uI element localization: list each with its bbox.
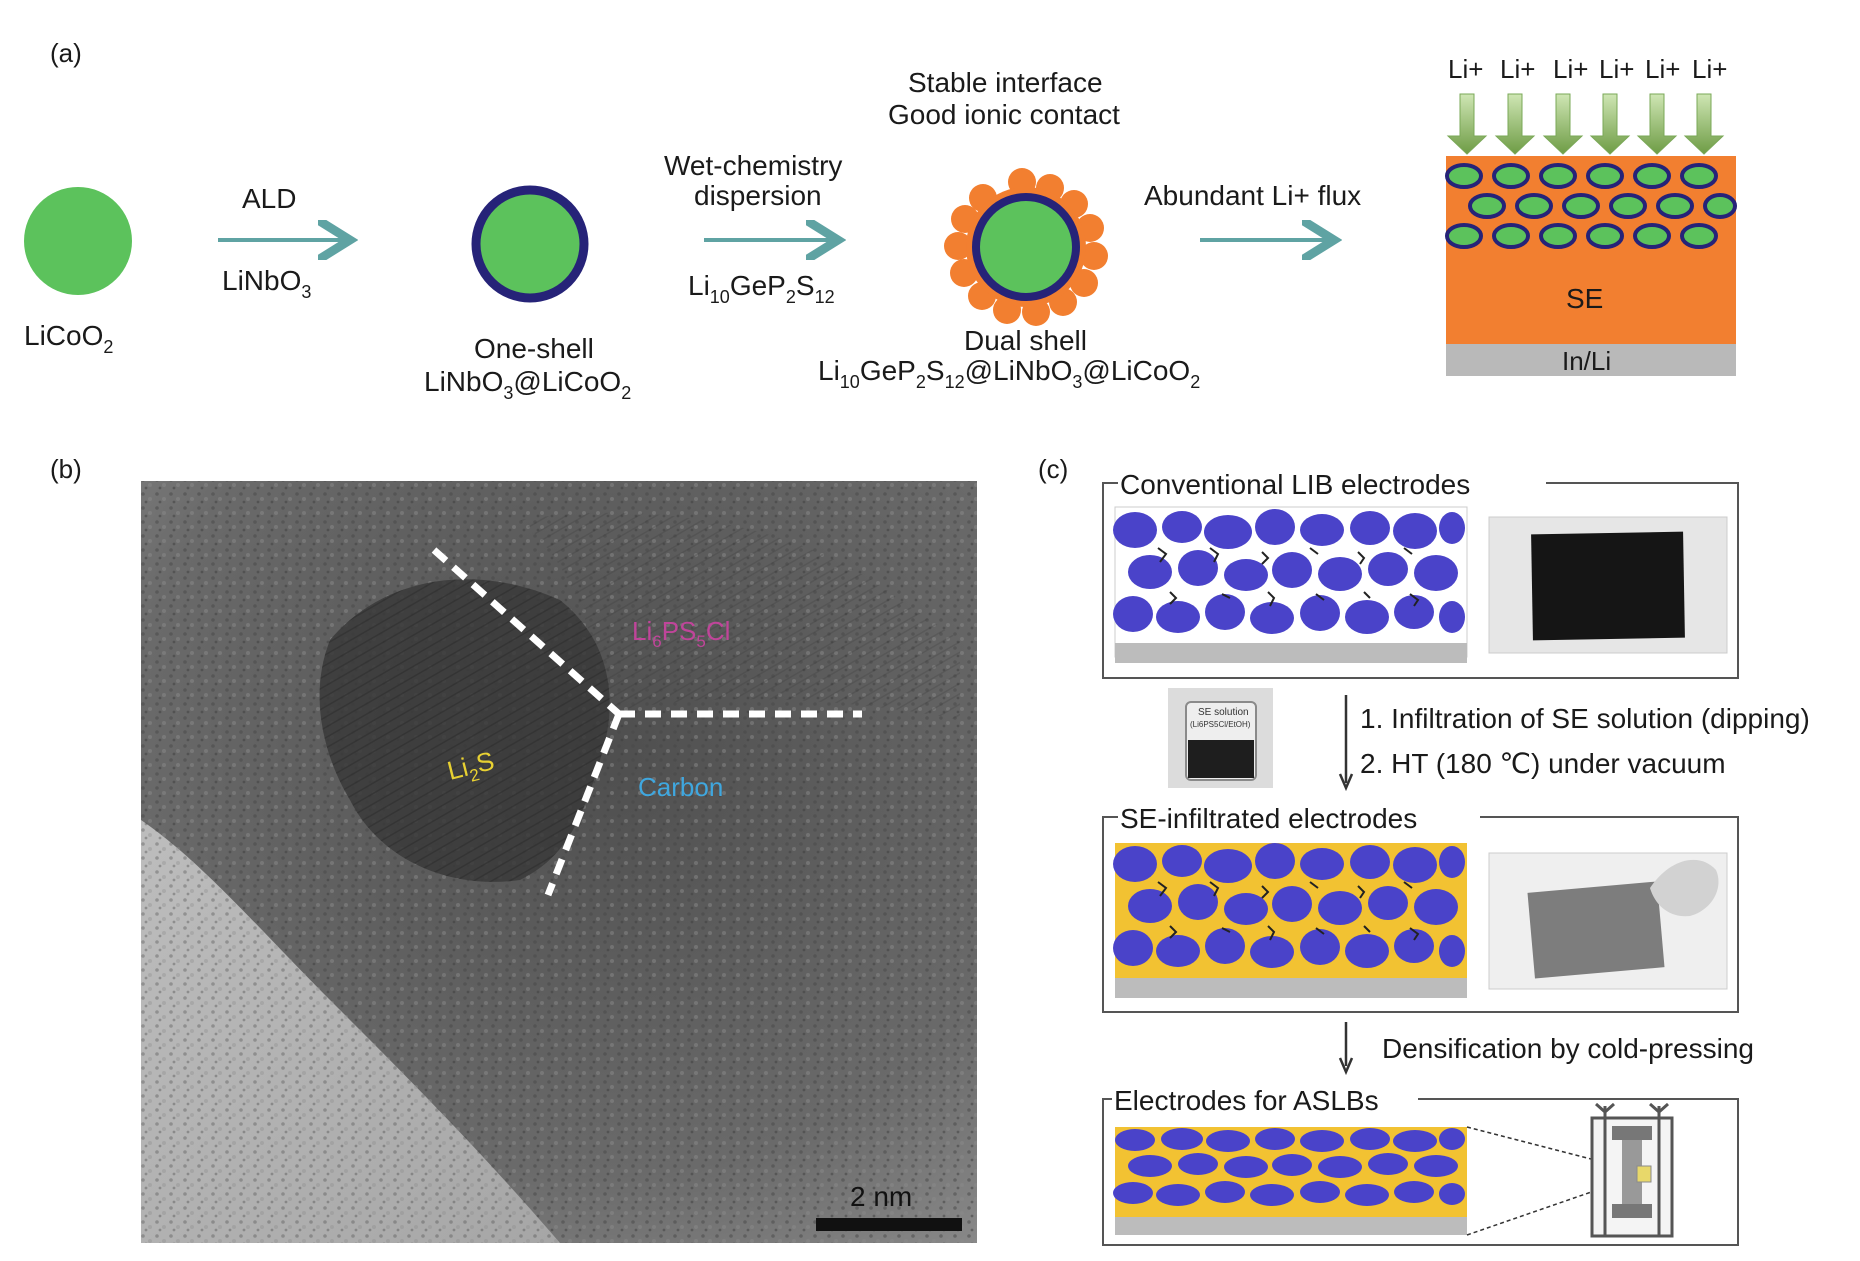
- scale-bar-label: 2 nm: [850, 1181, 912, 1212]
- li-plus-label: Li+: [1645, 54, 1680, 84]
- ald-label: ALD: [242, 183, 296, 214]
- carbon-label: Carbon: [638, 772, 723, 802]
- lgps-label: Li10GeP2S12: [688, 270, 835, 307]
- se-infiltrated-electrodes-box: SE-infiltrated electrodes: [1102, 803, 1739, 1013]
- boundary-line: [544, 712, 623, 897]
- in-li-label: In/Li: [1562, 346, 1611, 376]
- flux-label: Abundant Li+ flux: [1144, 180, 1361, 211]
- press-cell-icon: [1590, 1102, 1674, 1238]
- wet-chemistry-line2: dispersion: [694, 180, 822, 211]
- li-flux-arrows: [1446, 93, 1725, 155]
- one-shell-particle: [471, 185, 589, 303]
- panel-c-label: (c): [1038, 454, 1068, 484]
- li-plus-label: Li+: [1553, 54, 1588, 84]
- one-shell-formula: LiNbO3@LiCoO2: [424, 366, 631, 403]
- li-plus-label: Li+: [1599, 54, 1634, 84]
- box2-title: SE-infiltrated electrodes: [1120, 803, 1417, 834]
- se-label: SE: [1566, 283, 1603, 314]
- step2-text: 2. HT (180 ℃) under vacuum: [1360, 748, 1726, 779]
- tem-image: Li6PS5Cl Li2S Carbon 2 nm: [141, 481, 977, 1243]
- licoo2-label: LiCoO2: [24, 320, 113, 357]
- step1-text: 1. Infiltration of SE solution (dipping): [1360, 703, 1810, 734]
- dual-shell-particle: [944, 168, 1108, 326]
- good-ionic-contact-text: Good ionic contact: [888, 99, 1120, 130]
- li-plus-label: Li+: [1500, 54, 1535, 84]
- dual-shell-formula: Li10GeP2S12@LiNbO3@LiCoO2: [818, 355, 1200, 392]
- in-li-layer: [1446, 344, 1736, 376]
- box1-title: Conventional LIB electrodes: [1120, 469, 1470, 500]
- vial-label: SE solution: [1198, 707, 1249, 718]
- one-shell-title: One-shell: [474, 333, 594, 364]
- licoo2-particle: [24, 187, 132, 295]
- panel-a-label: (a): [50, 38, 82, 68]
- conventional-electrodes-box: Conventional LIB electrodes: [1102, 469, 1739, 679]
- panel-b-label: (b): [50, 454, 82, 484]
- se-layer: [1446, 256, 1736, 344]
- box3-title: Electrodes for ASLBs: [1114, 1085, 1379, 1116]
- li6ps5cl-label: Li6PS5Cl: [632, 616, 730, 651]
- densify-arrow-head: [1338, 1057, 1354, 1076]
- electrode-photo-black: [1531, 531, 1685, 641]
- vial-sublabel: (Li6PS5Cl/EtOH): [1190, 720, 1251, 729]
- se-solution-vial: SE solution (Li6PS5Cl/EtOH): [1168, 688, 1273, 788]
- wet-chemistry-line1: Wet-chemistry: [664, 150, 842, 181]
- li-plus-label: Li+: [1448, 54, 1483, 84]
- li-plus-labels: Li+ Li+ Li+ Li+ Li+ Li+: [1448, 54, 1727, 84]
- densify-text: Densification by cold-pressing: [1382, 1033, 1754, 1064]
- dual-shell-title: Dual shell: [964, 325, 1087, 356]
- linbo3-label: LiNbO3: [222, 265, 311, 302]
- cathode-particles: [1445, 163, 1737, 249]
- stable-interface-text: Stable interface: [908, 67, 1103, 98]
- scale-bar: [816, 1218, 962, 1231]
- boundary-line: [431, 547, 622, 717]
- li-plus-label: Li+: [1692, 54, 1727, 84]
- electrode-photo-grey: [1527, 881, 1665, 979]
- step-arrow-head: [1338, 773, 1354, 792]
- aslb-electrodes-box: Electrodes for ASLBs: [1102, 1085, 1739, 1246]
